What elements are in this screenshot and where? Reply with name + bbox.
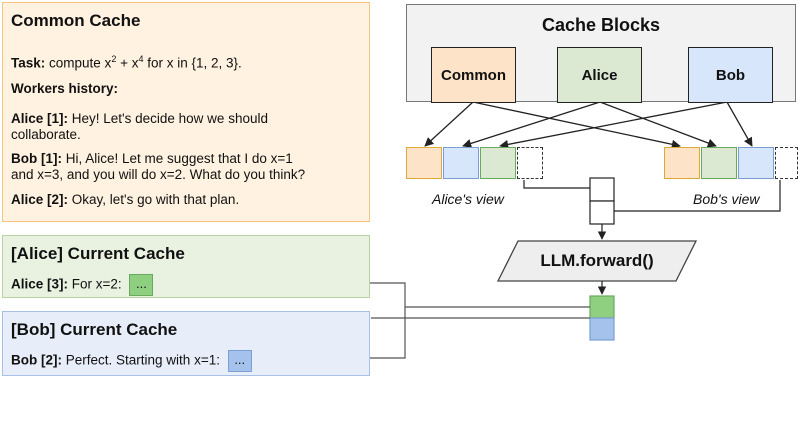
history-speaker: Bob [1]: <box>11 151 62 166</box>
alice-current-line: Alice [3]: For x=2: ... <box>11 274 154 296</box>
cache-blocks-title: Cache Blocks <box>541 15 661 35</box>
block-to-view-arrows <box>424 101 753 149</box>
view-to-stack-connectors <box>523 180 781 212</box>
bob-current-cache-panel: [Bob] Current Cache Bob [2]: Perfect. St… <box>2 311 370 376</box>
bob-view-cell-alice <box>701 147 737 179</box>
task-text-mid: + x <box>116 55 139 71</box>
bob-current-text: Perfect. Starting with x=1: <box>65 352 220 368</box>
alice-current-text: For x=2: <box>71 276 122 292</box>
task-text-pre: compute x <box>49 55 112 71</box>
cache-block-bob: Bob <box>688 47 773 103</box>
bob-view-cell-next <box>775 147 798 179</box>
task-sup-2: 2 <box>111 54 117 64</box>
history-speaker: Alice [1]: <box>11 111 69 126</box>
alice-view-cell-next <box>517 147 543 179</box>
common-cache-panel: Common Cache Task: compute x2 + x4 for x… <box>2 2 370 222</box>
bob-current-cache-title: [Bob] Current Cache <box>11 320 178 339</box>
history-entry-bob-1: Bob [1]: Hi, Alice! Let me suggest that … <box>11 151 293 167</box>
bob-current-line: Bob [2]: Perfect. Starting with x=1: ... <box>11 350 252 372</box>
alice-current-speaker: Alice [3]: <box>11 276 69 292</box>
cache-block-common: Common <box>431 47 516 103</box>
bob-view-label: Bob's view <box>693 191 760 207</box>
cache-block-alice: Alice <box>557 47 642 103</box>
bob-current-token-chip: ... <box>227 350 252 372</box>
history-speaker: Alice [2]: <box>11 192 69 207</box>
cache-blocks-container: Cache Blocks Common Alice Bob <box>406 4 796 103</box>
history-text: Hi, Alice! Let me suggest that I do x=1 <box>65 151 293 166</box>
alice-current-cache-panel: [Alice] Current Cache Alice [3]: For x=2… <box>2 235 370 298</box>
common-cache-title: Common Cache <box>11 11 141 30</box>
alice-view-cell-alice <box>480 147 516 179</box>
history-entry-bob-1-cont: and x=3, and you will do x=2. What do yo… <box>11 167 306 182</box>
alice-view-cell-bob <box>443 147 479 179</box>
alice-view-cell-common <box>406 147 442 179</box>
llm-forward-shape <box>496 240 698 282</box>
bob-view-cell-common <box>664 147 700 179</box>
history-entry-alice-2: Alice [2]: Okay, let's go with that plan… <box>11 192 239 208</box>
history-entry-alice-1: Alice [1]: Hey! Let's decide how we shou… <box>11 111 268 127</box>
llm-forward-label: LLM.forward() <box>540 251 654 270</box>
history-text: Okay, let's go with that plan. <box>71 192 240 207</box>
alice-current-token-chip: ... <box>129 274 154 296</box>
task-line: Task: compute x2 + x4 for x in {1, 2, 3}… <box>11 51 242 72</box>
output-blue-cell <box>589 317 615 341</box>
task-sup-4: 4 <box>138 54 144 64</box>
task-text-post: for x in {1, 2, 3}. <box>143 55 242 71</box>
bob-current-speaker: Bob [2]: <box>11 352 62 368</box>
input-stack <box>589 177 615 225</box>
bob-view-cell-bob <box>738 147 774 179</box>
alice-current-cache-title: [Alice] Current Cache <box>11 244 185 263</box>
task-label: Task: <box>11 55 46 71</box>
workers-history-label: Workers history: <box>11 81 119 96</box>
history-text: Hey! Let's decide how we should <box>71 111 268 126</box>
alice-view-label: Alice's view <box>432 191 504 207</box>
history-entry-alice-1-cont: collaborate. <box>11 127 81 142</box>
output-green-cell <box>589 295 615 319</box>
